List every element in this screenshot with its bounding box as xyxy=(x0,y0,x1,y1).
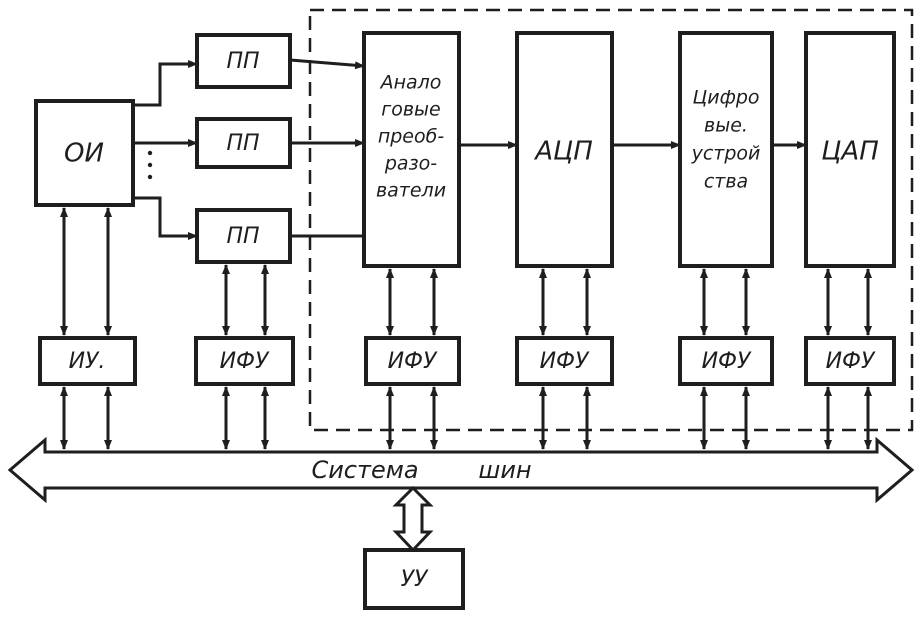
ifu-block-digital xyxy=(678,336,774,386)
oi-to-pp1-arrow xyxy=(133,60,198,107)
uu-block xyxy=(363,548,465,610)
pp-block-2 xyxy=(195,117,292,169)
pp1-to-analog-arrow xyxy=(289,58,365,70)
bus-label-part1: Система xyxy=(311,456,418,484)
bus-to-uu-arrow xyxy=(392,485,434,553)
ifu-adc-label: ИФУ xyxy=(540,349,590,374)
ifu-block-adc xyxy=(515,336,614,386)
oi-to-pp3-arrow xyxy=(133,196,198,240)
digital-label-line3: устрой xyxy=(691,143,761,165)
uu-label: УУ xyxy=(401,567,429,592)
ifu-pp-label: ИФУ xyxy=(220,349,270,374)
digital-label-line1: Цифро xyxy=(692,87,759,109)
iu-block xyxy=(38,336,137,386)
analog-label-line4: разо- xyxy=(384,153,437,175)
analog-converters-block xyxy=(362,31,461,268)
analog-label-line2: говые xyxy=(381,99,441,121)
dashed-boundary xyxy=(308,8,914,432)
continuation-dots xyxy=(147,150,153,180)
adc-label: АЦП xyxy=(533,137,593,167)
pp1-label: ПП xyxy=(226,49,259,74)
iu-label: ИУ. xyxy=(69,349,106,374)
pp2-label: ПП xyxy=(226,131,259,156)
lower-bidirectional-arrows xyxy=(60,386,872,450)
digital-label-line4: ства xyxy=(704,171,748,193)
pp3-label: ПП xyxy=(226,224,259,249)
digital-devices-block xyxy=(678,31,774,268)
oi-label: ОИ xyxy=(64,139,104,169)
ifu-dac-label: ИФУ xyxy=(826,349,876,374)
analog-label-line1: Анало xyxy=(379,72,442,94)
oi-block xyxy=(34,99,135,207)
analog-label-line5: ватели xyxy=(376,180,446,202)
ifu-block-pp xyxy=(194,336,295,386)
dac-label: ЦАП xyxy=(821,137,879,167)
ifu-analog-label: ИФУ xyxy=(388,349,438,374)
bus-label-part2: шин xyxy=(478,456,531,484)
ifu-block-dac xyxy=(804,336,896,386)
adc-block xyxy=(515,31,614,268)
dac-block xyxy=(804,31,896,268)
upper-bidirectional-arrows xyxy=(60,207,872,336)
analog-label-line3: преоб- xyxy=(378,126,445,148)
ifu-digital-label: ИФУ xyxy=(702,349,752,374)
digital-label-line2: вые. xyxy=(704,115,748,137)
ifu-block-analog xyxy=(364,336,461,386)
system-bus xyxy=(7,436,915,504)
